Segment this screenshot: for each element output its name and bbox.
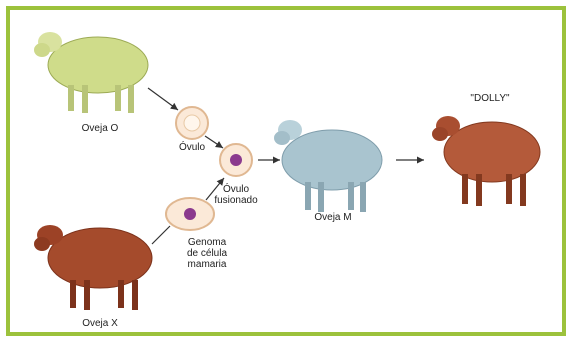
sheep-m-illustration	[274, 120, 382, 212]
line-sheep-x-to-genome	[152, 226, 170, 244]
mammary-cell	[166, 198, 214, 230]
label-sheep-x: Oveja X	[70, 318, 130, 329]
label-fused-ovulo-line1: Óvulo	[210, 184, 262, 195]
sheep-o-illustration	[34, 32, 148, 113]
label-fused-ovulo-line2: fusionado	[210, 195, 262, 206]
arrow-sheep-o-to-ovulo	[148, 88, 178, 110]
label-genome-line2: de célula	[182, 248, 232, 259]
fused-ovulo-cell	[220, 144, 252, 176]
label-genome-line1: Genoma	[182, 237, 232, 248]
sheep-x-illustration	[34, 225, 152, 310]
label-ovulo: Óvulo	[172, 142, 212, 153]
label-sheep-m: Oveja M	[305, 212, 361, 223]
label-genome-line3: mamaria	[182, 259, 232, 270]
label-dolly: "DOLLY"	[460, 93, 520, 104]
label-sheep-o: Oveja O	[70, 123, 130, 134]
ovulo-cell	[176, 107, 208, 139]
dolly-illustration	[432, 116, 540, 206]
